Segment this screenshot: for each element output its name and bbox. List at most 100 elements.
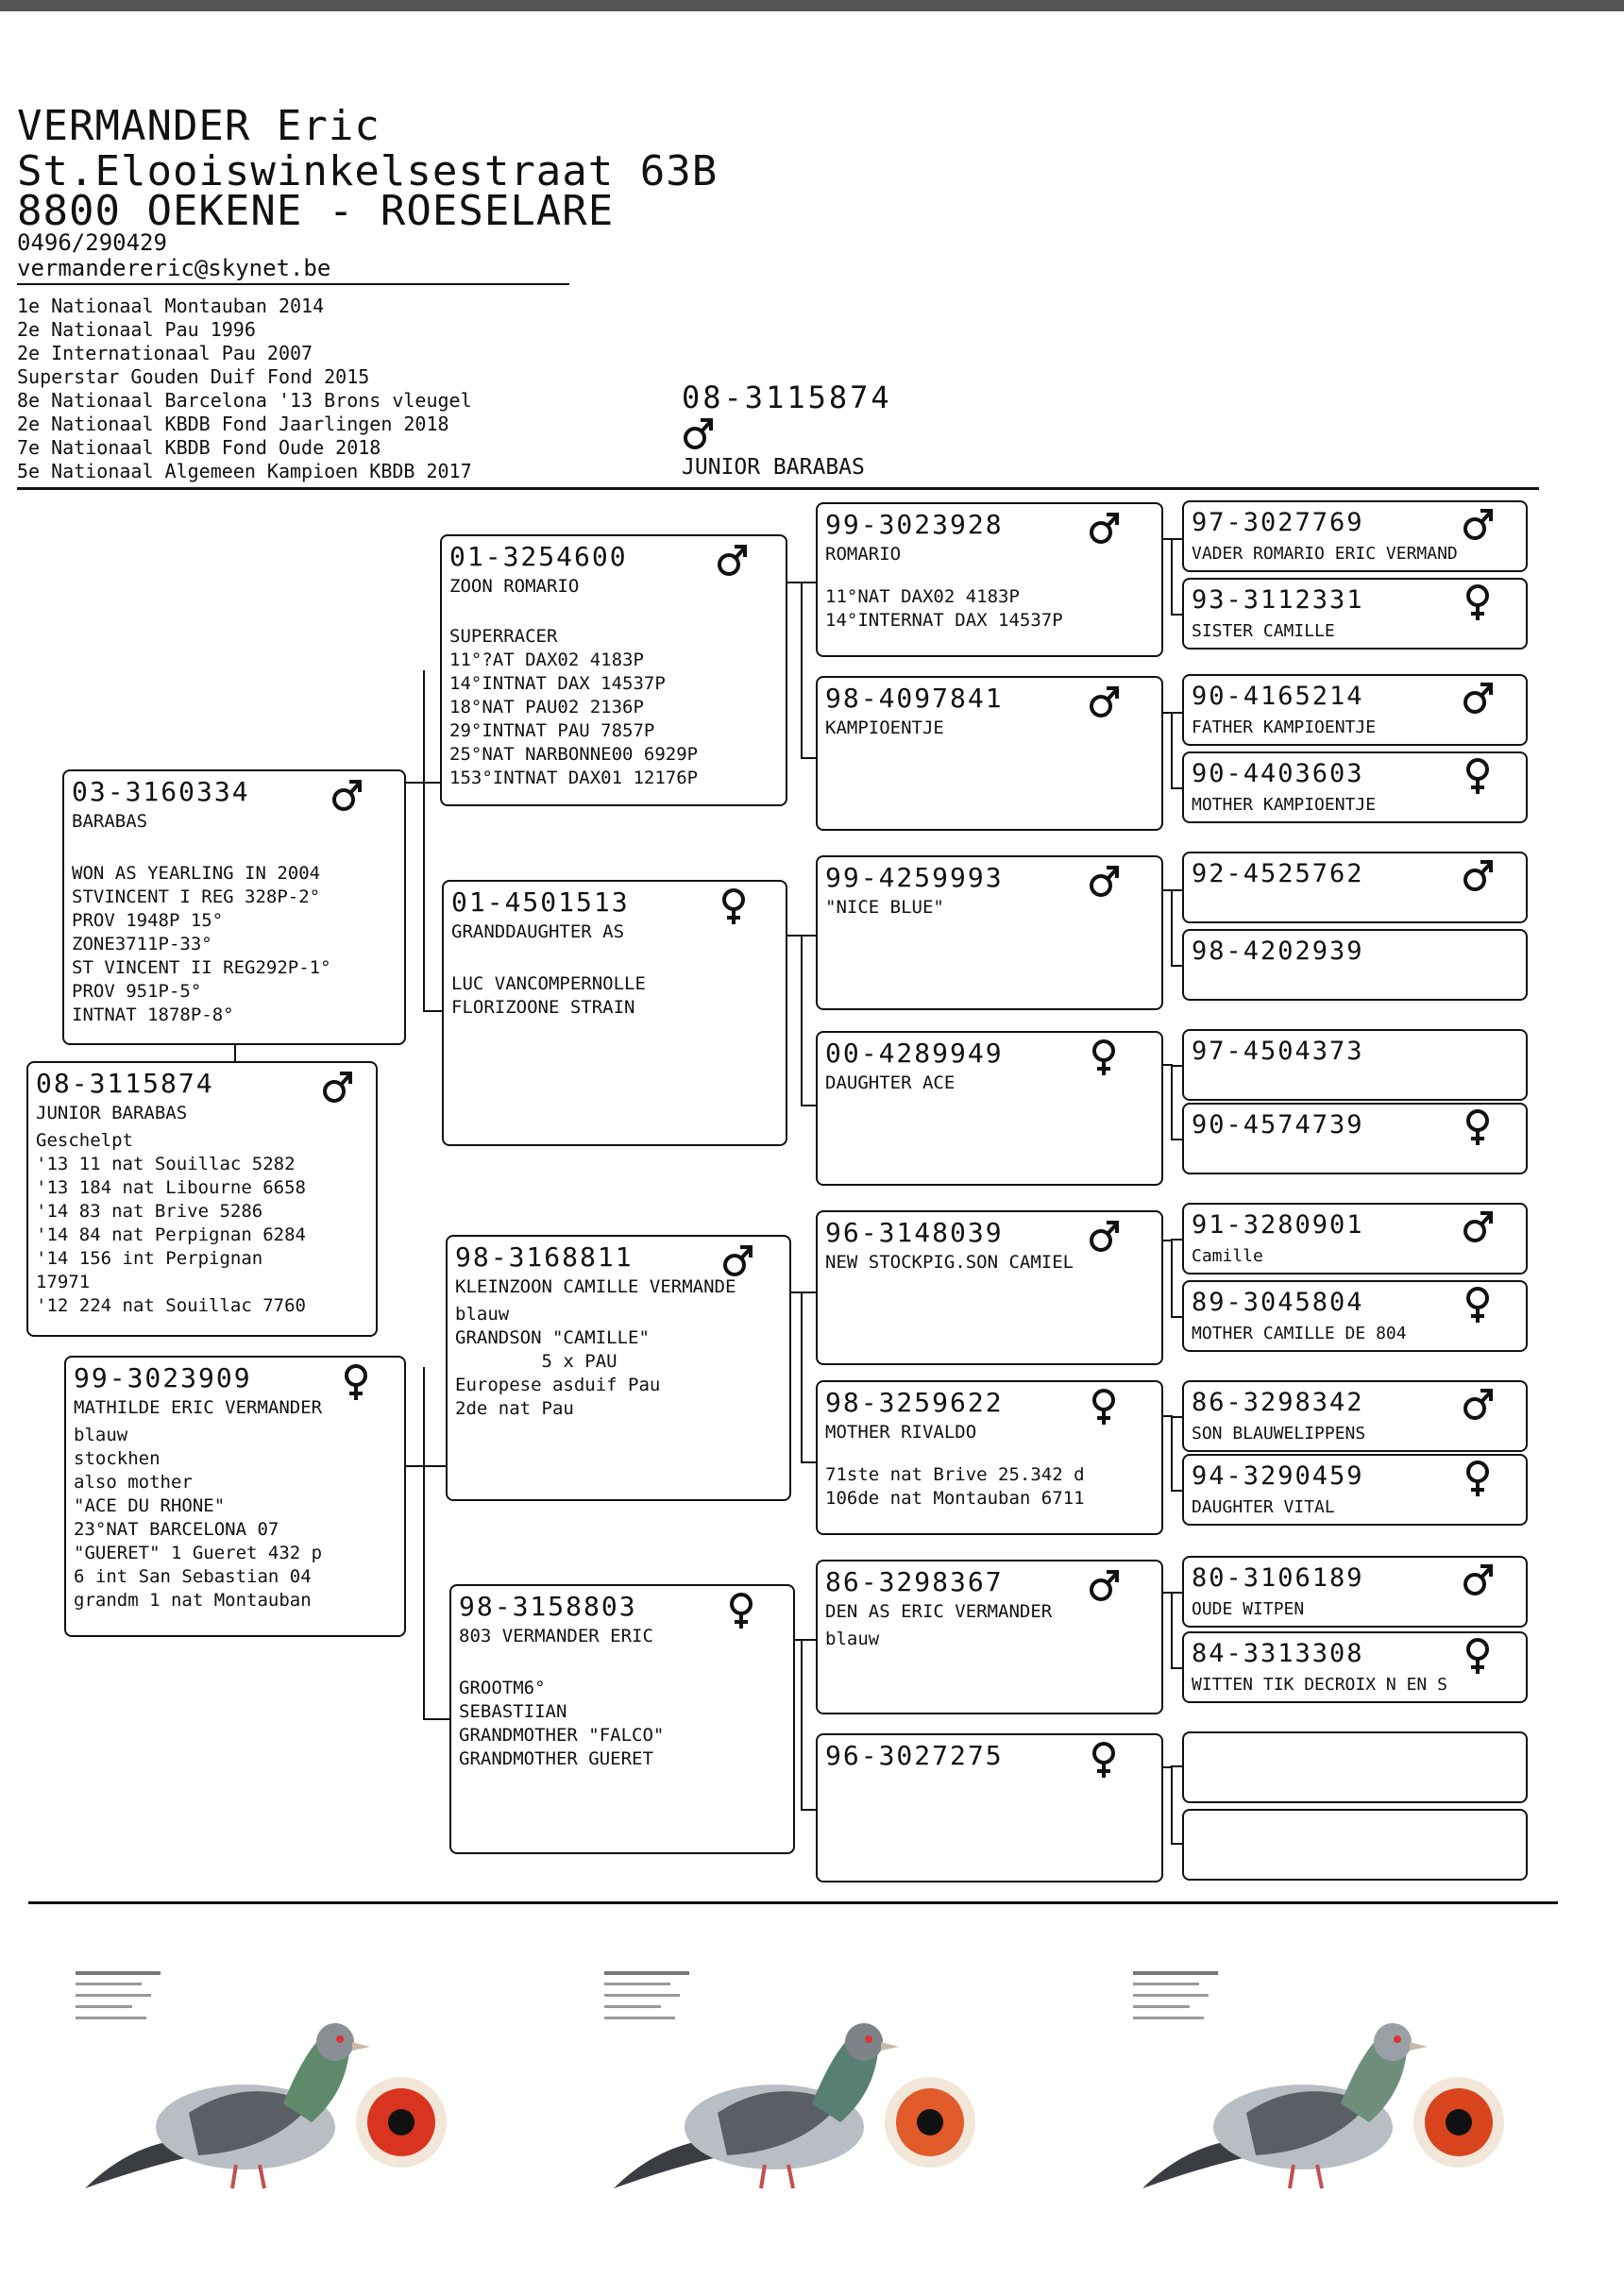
connector-line	[1171, 614, 1182, 616]
female-symbol-icon	[1462, 583, 1494, 621]
note-line: 18°NAT PAU02 2136P	[449, 697, 644, 718]
bird-notes: SUPERRACER 11°?AT DAX02 4183P 14°INTNAT DA…	[449, 625, 698, 790]
bird-name: FATHER KAMPIOENTJE	[1192, 718, 1377, 737]
bird-name: ZOON ROMARIO	[449, 576, 580, 597]
connector-line	[1163, 538, 1173, 540]
female-symbol-icon	[1088, 1388, 1120, 1426]
note-line: grandm 1 nat Montauban	[74, 1590, 312, 1611]
note-line: Europese asduif Pau	[455, 1375, 661, 1395]
owner-street: St.Elooiswinkelsestraat 63B	[17, 147, 719, 195]
note-line: blauw	[825, 1629, 880, 1649]
ring-number: 94-3290459	[1192, 1461, 1364, 1491]
male-symbol-icon	[716, 542, 748, 580]
connector-line	[1171, 1065, 1182, 1067]
female-symbol-icon	[1462, 757, 1494, 795]
note-line: GRANDSON "CAMILLE"	[455, 1327, 650, 1348]
note-line: '14 83 nat Brive 5286	[36, 1201, 263, 1222]
note-line: Geschelpt	[36, 1130, 133, 1151]
owner-name: VERMANDER Eric	[17, 102, 381, 150]
female-symbol-icon	[1462, 1460, 1494, 1497]
connector-line	[1171, 1490, 1182, 1492]
ring-number: 86-3298367	[825, 1566, 1004, 1597]
connector-line	[423, 1367, 425, 1718]
connector-line	[1163, 1415, 1173, 1417]
ring-number: 90-4574739	[1192, 1110, 1364, 1140]
connector-line	[1171, 1139, 1182, 1140]
ring-number: 97-4504373	[1192, 1037, 1364, 1066]
note-line: SEBASTIIAN	[459, 1701, 567, 1722]
note-line: 29°INTNAT PAU 7857P	[449, 720, 655, 741]
note-line: GROOTM6°	[459, 1678, 546, 1698]
subject-ring: 08-3115874	[682, 380, 892, 415]
note-line: 5 x PAU	[455, 1351, 617, 1372]
connector-line	[801, 1461, 816, 1463]
ring-number: 97-3027769	[1192, 508, 1364, 537]
bird-card-dam-sire: 98-3168811 KLEINZOON CAMILLE VERMANDE bl…	[446, 1235, 791, 1501]
note-line: 11°?AT DAX02 4183P	[449, 650, 644, 670]
connector-line	[1171, 889, 1182, 891]
male-symbol-icon	[682, 415, 714, 457]
achievement-item: 1e Nationaal Montauban 2014	[17, 295, 325, 317]
male-symbol-icon	[321, 1069, 353, 1106]
ring-number: 98-3259622	[825, 1387, 1004, 1418]
note-line: 14°INTNAT DAX 14537P	[449, 673, 666, 694]
pigeon-body	[614, 2023, 899, 2189]
achievements-list: 1e Nationaal Montauban 2014 2e Nationaal…	[17, 295, 472, 483]
bird-card-sire-dam: 01-4501513 GRANDDAUGHTER AS LUC VANCOMPE…	[442, 880, 787, 1146]
note-line: WON AS YEARLING IN 2004	[72, 863, 321, 884]
note-line: SUPERRACER	[449, 626, 558, 647]
bird-name: ROMARIO	[825, 544, 902, 565]
note-line: LUC VANCOMPERNOLLE	[451, 973, 646, 994]
connector-line	[1171, 1416, 1173, 1490]
bird-name: OUDE WITPEN	[1192, 1599, 1305, 1619]
female-symbol-icon	[1462, 1108, 1494, 1146]
bird-name: WITTEN TIK DECROIX N EN S	[1192, 1675, 1447, 1695]
note-line: "ACE DU RHONE"	[74, 1495, 226, 1516]
note-line: blauw	[74, 1425, 128, 1445]
bird-name: "NICE BLUE"	[825, 897, 944, 918]
achievement-item: Superstar Gouden Duif Fond 2015	[17, 365, 370, 388]
bird-name: SON BLAUWELIPPENS	[1192, 1424, 1366, 1443]
pedigree-text-block	[604, 1971, 689, 2019]
note-line: GRANDMOTHER GUERET	[459, 1748, 653, 1769]
achievement-item: 2e Nationaal KBDB Fond Jaarlingen 2018	[17, 413, 449, 435]
female-symbol-icon	[1088, 1038, 1120, 1076]
ring-number: 93-3112331	[1192, 585, 1364, 615]
bird-name: SISTER CAMILLE	[1192, 621, 1335, 641]
achievement-item: 2e Internationaal Pau 2007	[17, 342, 313, 364]
achievement-item: 2e Nationaal Pau 1996	[17, 318, 256, 341]
note-line: 6 int San Sebastian 04	[74, 1566, 312, 1587]
ring-number: 00-4289949	[825, 1038, 1004, 1069]
note-line: 71ste nat Brive 25.342 d	[825, 1464, 1085, 1485]
connector-line	[1171, 1416, 1182, 1418]
connector-line	[1171, 1592, 1173, 1667]
note-line: '14 156 int Perpignan	[36, 1248, 263, 1269]
bird-card	[1182, 1809, 1528, 1881]
bird-card-sire: 03-3160334 BARABAS WON AS YEARLING IN 20…	[62, 769, 406, 1045]
female-symbol-icon	[725, 1592, 757, 1629]
note-line: ZONE3711P-33°	[72, 934, 212, 954]
male-symbol-icon	[1088, 1218, 1120, 1256]
connector-line	[1163, 1240, 1173, 1241]
connector-line	[423, 1718, 449, 1720]
achievement-item: 8e Nationaal Barcelona '13 Brons vleugel	[17, 389, 472, 412]
pedigree-text-block	[76, 1971, 161, 2019]
female-symbol-icon	[1088, 1741, 1120, 1779]
connector-line	[1163, 1766, 1173, 1768]
connector-line	[801, 1639, 803, 1809]
owner-city: 8800 OEKENE - ROESELARE	[17, 187, 615, 235]
connector-line	[1171, 1765, 1182, 1767]
ring-number: 89-3045804	[1192, 1288, 1364, 1317]
pedigree-text-block	[1133, 1971, 1218, 2019]
note-line: INTNAT 1878P-8°	[72, 1004, 234, 1025]
bird-card: 98-4202939	[1182, 929, 1528, 1001]
male-symbol-icon	[1462, 506, 1494, 544]
connector-line	[1171, 538, 1182, 540]
note-line: '13 184 nat Libourne 6658	[36, 1177, 306, 1198]
